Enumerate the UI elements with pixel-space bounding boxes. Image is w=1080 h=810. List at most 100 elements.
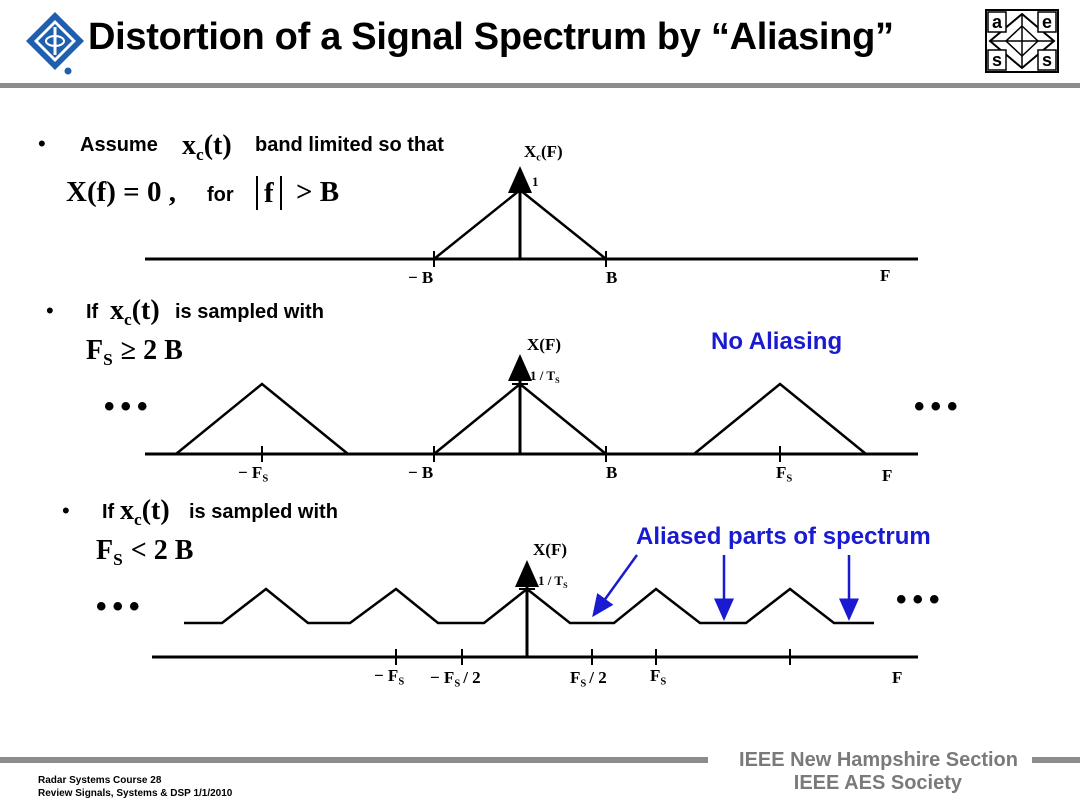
plot3-peak-label-t: 1 / T	[538, 573, 564, 588]
footer-subtitle: Review Signals, Systems & DSP 1/1/2010	[38, 788, 233, 799]
bullet-3-math-x: x	[120, 495, 134, 526]
bullet-1-math: xc(t)	[182, 130, 232, 165]
cond-2-rest: ≥ 2 B	[120, 335, 183, 366]
logo-letter-e: e	[1042, 12, 1052, 32]
logo-letter-s2: s	[1042, 50, 1052, 70]
plot2-y-label: X(F)	[527, 335, 561, 354]
plot2-peak-label-t: 1 / T	[530, 368, 556, 383]
plot2-tick-label-neg-b: − B	[408, 463, 434, 482]
plot3-tick-fs-sub: S	[660, 676, 667, 688]
plot2-x-label: F	[882, 466, 893, 485]
plot2-triangle-left	[175, 382, 349, 455]
bullet-2-math: xc(t)	[110, 295, 160, 330]
plot1-peak-label: 1	[532, 174, 539, 189]
bullet-2-math-sub: c	[124, 310, 132, 330]
bullet-1-math-t: (t)	[203, 130, 232, 161]
bullet-3-if: If	[102, 501, 115, 523]
plot3-tick-label-fs: FS	[650, 666, 666, 688]
plot2-tick-fs-sub: S	[786, 473, 793, 485]
plot2-tick-label-b: B	[606, 463, 618, 482]
page-title: Distortion of a Signal Spectrum by “Alia…	[88, 16, 894, 58]
plot3-tick-fs-half-div: / 2	[589, 668, 607, 687]
plot3-tick-fs-half-sub: S	[580, 678, 587, 690]
plot2-peak-label-sub: S	[555, 375, 560, 385]
plot3-tick-fs-half-text: F	[570, 668, 581, 687]
plot3-peak-label-sub: S	[563, 580, 568, 590]
eq-abs-f: f	[256, 176, 282, 210]
plot2-triangle-right	[693, 382, 867, 455]
bullet-1-math-sub: c	[196, 145, 204, 165]
alias-arrow-1	[592, 554, 639, 618]
bullet-3-text: is sampled with	[189, 501, 338, 523]
cond-2-sub: S	[103, 350, 113, 370]
bullet-1-dot: •	[38, 131, 46, 156]
bullet-1-math-x: x	[182, 130, 196, 161]
footer-org-1: IEEE New Hampshire Section	[739, 749, 1018, 771]
eq-xf-zero: X(f) = 0 ,	[66, 176, 176, 208]
bullet-3-dot: •	[62, 498, 70, 523]
bullet-3-math-sub: c	[134, 510, 142, 530]
cond-3-rest: < 2 B	[130, 535, 194, 566]
plot2-tick-label-neg-fs: − FS	[238, 463, 268, 485]
plot-3	[152, 560, 918, 665]
plot2-tick-neg-fs-sub: S	[262, 473, 269, 485]
plot2-tick-fs-text: F	[776, 463, 787, 482]
aess-logo-icon: a e s s	[985, 9, 1059, 73]
plot3-tick-label-fs-half: FS/ 2	[570, 668, 607, 690]
plot1-y-label-sub: c	[536, 152, 541, 164]
bullet-3-math-t: (t)	[141, 495, 170, 526]
plot3-tick-fs-text: F	[650, 666, 661, 685]
plot2-tick-label-fs: FS	[776, 463, 792, 485]
no-aliasing-label: No Aliasing	[711, 328, 843, 355]
logo-letter-s1: s	[992, 50, 1002, 70]
footer-divider-left	[0, 757, 708, 763]
cond-2: FS ≥ 2 B	[86, 335, 183, 370]
plot2-ellipsis-right: •••	[914, 390, 964, 423]
plot3-tick-label-neg-fs: − FS	[374, 666, 404, 688]
plot3-peak-label: 1 / TS	[538, 573, 568, 590]
aliasing-arrows	[592, 554, 859, 621]
footer-divider-right	[1032, 757, 1080, 763]
plot3-tick-neg-fs-half-text: − F	[430, 668, 455, 687]
bullet-2-math-t: (t)	[131, 295, 160, 326]
plot3-tick-neg-fs-text: − F	[374, 666, 399, 685]
plot3-ellipsis-left: •••	[96, 590, 146, 623]
plot2-peak-label: 1 / TS	[530, 368, 560, 385]
bullet-2-if: If	[86, 301, 99, 323]
footer-org-2: IEEE AES Society	[793, 772, 962, 794]
bullet-3-math: xc(t)	[120, 495, 170, 530]
eq-gt-b: > B	[296, 176, 340, 208]
plot3-tick-label-neg-fs-half: − FS/ 2	[430, 668, 481, 690]
plot2-tick-neg-fs-text: − F	[238, 463, 263, 482]
plot-1	[145, 166, 918, 267]
plot1-tick-label-neg-b: − B	[408, 268, 434, 287]
cond-2-f: F	[86, 335, 104, 366]
header-divider	[0, 83, 1080, 88]
plot3-x-label: F	[892, 668, 903, 687]
cond-3-f: F	[96, 535, 114, 566]
plot3-tick-neg-fs-sub: S	[398, 676, 405, 688]
aliased-parts-label: Aliased parts of spectrum	[636, 523, 931, 550]
plot3-aliased-spectrum	[184, 587, 874, 625]
plot1-y-label: Xc(F)	[524, 142, 563, 164]
bullet-1-text-a: Assume	[80, 134, 158, 156]
plot3-tick-neg-fs-half-sub: S	[454, 678, 461, 690]
eq-for: for	[207, 184, 234, 206]
cond-3-sub: S	[113, 550, 123, 570]
plot-2	[145, 354, 918, 462]
bullet-1-text-b: band limited so that	[255, 134, 444, 156]
plot1-y-label-x: X	[524, 142, 537, 161]
plot1-x-label: F	[880, 266, 891, 285]
bullet-2-math-x: x	[110, 295, 124, 326]
ieee-logo-icon	[26, 12, 84, 75]
bullet-2-dot: •	[46, 298, 54, 323]
plot1-y-label-arg: (F)	[540, 142, 563, 161]
plot1-tick-label-b: B	[606, 268, 618, 287]
footer-course: Radar Systems Course 28	[38, 775, 162, 786]
bullet-2-text: is sampled with	[175, 301, 324, 323]
logo-letter-a: a	[992, 12, 1003, 32]
plot3-ellipsis-right: •••	[896, 583, 946, 616]
plot3-tick-neg-fs-half-div: / 2	[463, 668, 481, 687]
plot3-y-label: X(F)	[533, 540, 567, 559]
